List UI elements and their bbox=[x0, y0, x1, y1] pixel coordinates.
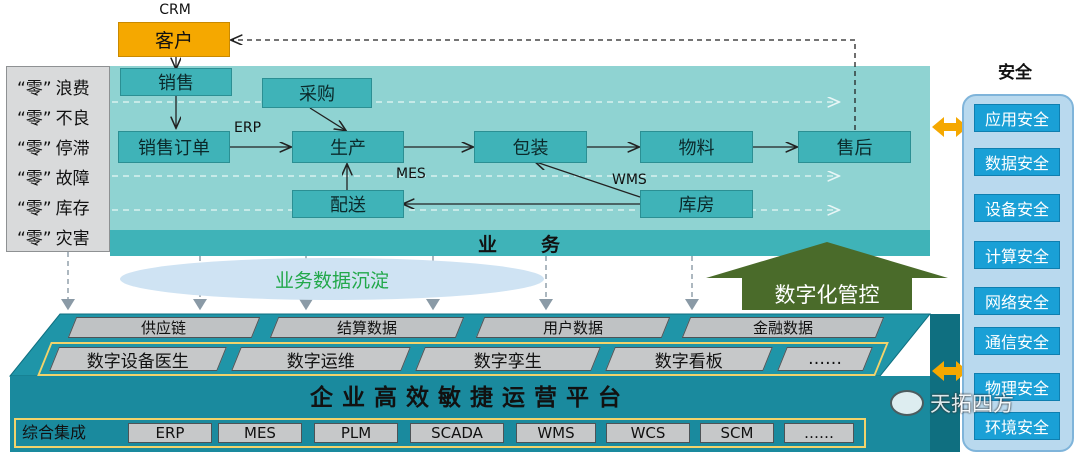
sales-order-box[interactable]: 销售订单 bbox=[118, 131, 230, 163]
zero-item: “零”不良 bbox=[17, 108, 90, 129]
platform-side-face bbox=[930, 314, 960, 452]
system-item[interactable]: WCS bbox=[606, 423, 690, 443]
wms-label: WMS bbox=[612, 172, 647, 188]
feedback-arrow bbox=[232, 40, 856, 130]
platform-top-item[interactable]: 供应链 bbox=[67, 317, 261, 338]
system-item[interactable]: MES bbox=[218, 423, 302, 443]
platform-mid-item[interactable]: 数字孪生 bbox=[415, 347, 601, 372]
system-item[interactable]: PLM bbox=[314, 423, 398, 443]
warehouse-box[interactable]: 库房 bbox=[640, 190, 753, 218]
packaging-box[interactable]: 包装 bbox=[474, 131, 587, 163]
integration-frame bbox=[14, 418, 866, 448]
purchase-box[interactable]: 采购 bbox=[262, 78, 372, 108]
zero-item: “零”库存 bbox=[17, 198, 90, 219]
zero-item: “零”浪费 bbox=[17, 78, 90, 99]
delivery-box[interactable]: 配送 bbox=[292, 190, 404, 218]
platform-top-item[interactable]: 结算数据 bbox=[269, 317, 465, 338]
security-item[interactable]: 物理安全 bbox=[974, 373, 1060, 401]
mes-label: MES bbox=[396, 166, 426, 182]
system-item[interactable]: ERP bbox=[128, 423, 212, 443]
production-box[interactable]: 生产 bbox=[292, 131, 404, 163]
system-item[interactable]: WMS bbox=[516, 423, 596, 443]
platform-top-item[interactable]: 金融数据 bbox=[681, 317, 885, 338]
zero-item: “零”停滞 bbox=[17, 138, 90, 159]
zero-item: “零”灾害 bbox=[17, 228, 90, 249]
platform-title: 企业高效敏捷运营平台 bbox=[310, 385, 630, 411]
security-item[interactable]: 应用安全 bbox=[974, 104, 1060, 132]
zero-panel: “零”浪费 “零”不良 “零”停滞 “零”故障 “零”库存 “零”灾害 bbox=[6, 66, 110, 252]
security-item[interactable]: 通信安全 bbox=[974, 327, 1060, 355]
platform-mid-item[interactable]: 数字运维 bbox=[231, 347, 411, 372]
arrow-purchase-production bbox=[309, 107, 345, 130]
digital-control-arrow bbox=[706, 242, 948, 310]
erp-label: ERP bbox=[234, 120, 262, 136]
system-item[interactable]: …… bbox=[784, 423, 854, 443]
integration-label: 综合集成 bbox=[22, 423, 87, 442]
data-sediment-ellipse: 业务数据沉淀 bbox=[120, 258, 544, 300]
business-title-band: 业 务 bbox=[110, 230, 930, 256]
watermark: 天拓四方 bbox=[890, 388, 1014, 418]
material-box[interactable]: 物料 bbox=[640, 131, 753, 163]
security-item[interactable]: 网络安全 bbox=[974, 287, 1060, 315]
platform-mid-item[interactable]: 数字设备医生 bbox=[49, 347, 227, 372]
customer-label: 客户 bbox=[154, 30, 193, 52]
data-sediment-label: 业务数据沉淀 bbox=[274, 269, 389, 292]
security-item[interactable]: 数据安全 bbox=[974, 148, 1060, 176]
sales-box[interactable]: 销售 bbox=[120, 68, 232, 96]
after-sales-box[interactable]: 售后 bbox=[798, 131, 911, 163]
arrow-warehouse-packaging bbox=[536, 162, 641, 198]
wechat-icon bbox=[890, 390, 924, 416]
security-item[interactable]: 设备安全 bbox=[974, 194, 1060, 222]
zero-item: “零”故障 bbox=[17, 168, 90, 189]
security-title: 安全 bbox=[998, 63, 1032, 83]
platform-mid-item[interactable]: 数字看板 bbox=[605, 347, 773, 372]
platform-mid-item[interactable]: …… bbox=[777, 347, 873, 371]
digital-control-label: 数字化管控 bbox=[774, 283, 880, 307]
system-item[interactable]: SCM bbox=[700, 423, 774, 443]
customer-box[interactable]: 客户 bbox=[118, 22, 230, 57]
business-title: 业 务 bbox=[477, 233, 562, 256]
platform-top-item[interactable]: 用户数据 bbox=[475, 317, 671, 338]
crm-label: CRM bbox=[159, 2, 191, 18]
watermark-text: 天拓四方 bbox=[930, 392, 1014, 416]
security-link-arrows bbox=[932, 117, 968, 381]
security-item[interactable]: 计算安全 bbox=[974, 241, 1060, 269]
security-item[interactable]: 环境安全 bbox=[974, 412, 1060, 440]
system-item[interactable]: SCADA bbox=[410, 423, 504, 443]
